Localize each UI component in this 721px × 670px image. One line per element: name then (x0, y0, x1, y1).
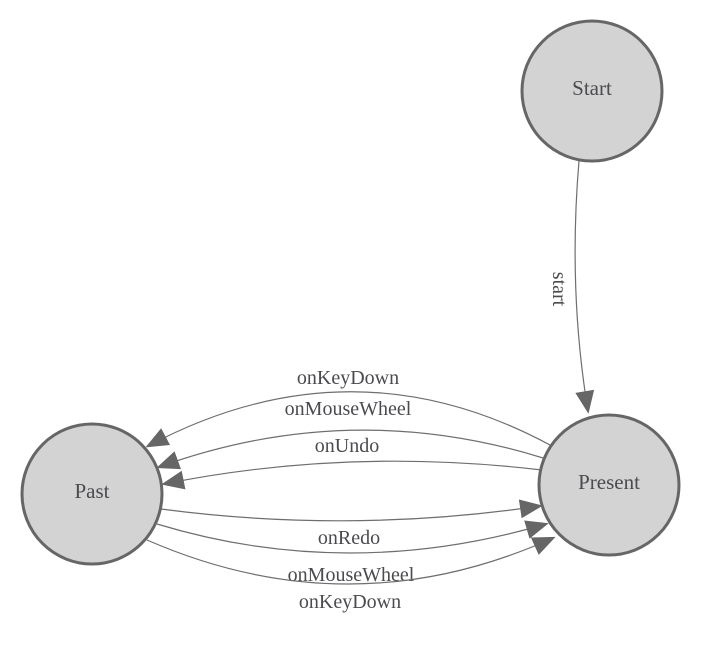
transition-edge-onkeydown-redo: onKeyDown (146, 536, 556, 613)
edge-path (156, 520, 549, 554)
edge-label: onRedo (318, 527, 380, 549)
edge-path (146, 536, 556, 585)
edge-label: onMouseWheel (285, 398, 412, 420)
state-node-start: Start (520, 19, 664, 163)
transition-edge-onredo: onRedo (160, 499, 543, 549)
edge-label: onKeyDown (299, 591, 401, 613)
edge-path (156, 429, 544, 470)
edge-label: onKeyDown (297, 367, 399, 389)
edge-path (160, 499, 543, 522)
edge-label: onUndo (315, 435, 379, 457)
transition-edge-onmousewheel-redo: onMouseWheel (156, 520, 549, 586)
edge-label: onMouseWheel (288, 564, 415, 586)
state-circle (537, 413, 681, 557)
state-node-past: Past (20, 422, 164, 566)
state-node-present: Present (537, 413, 681, 557)
edge-path (145, 391, 551, 448)
state-label: Start (572, 76, 612, 100)
state-circle (20, 422, 164, 566)
edge-path (574, 160, 595, 414)
state-label: Present (578, 470, 640, 494)
transition-edge-onmousewheel-undo: onMouseWheel (156, 398, 544, 470)
state-label: Past (74, 479, 109, 503)
transition-edge-onundo: onUndo (161, 435, 543, 490)
edge-label: start (548, 272, 570, 307)
edge-path (161, 460, 543, 490)
state-circle (520, 19, 664, 163)
transition-edge-onkeydown-undo: onKeyDown (145, 367, 551, 448)
transition-edge-start: start (548, 160, 595, 414)
